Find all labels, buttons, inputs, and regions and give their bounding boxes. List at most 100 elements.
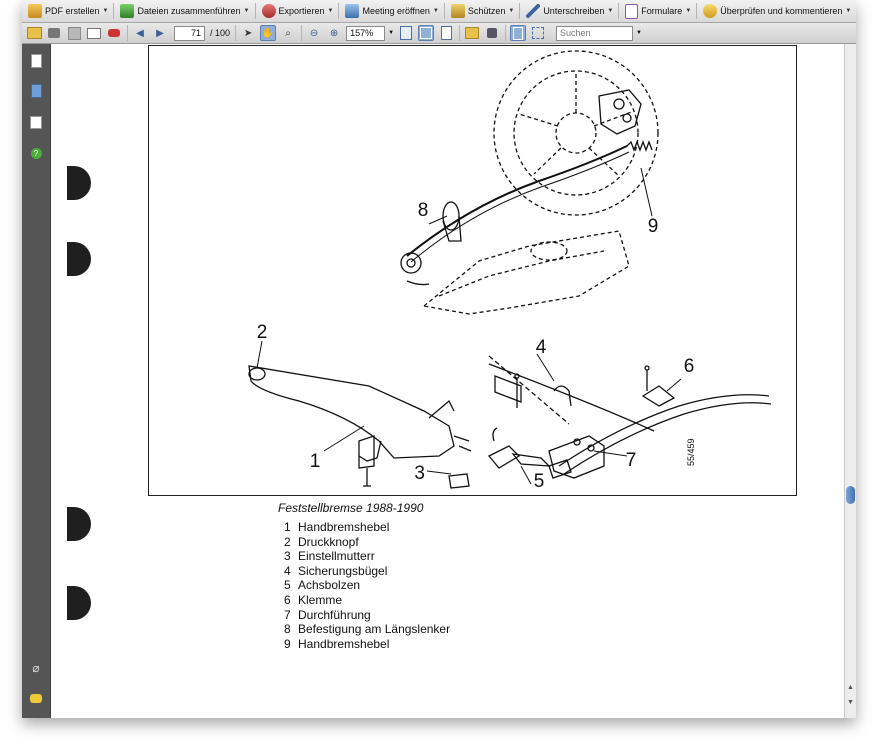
- magnifier-icon: ⌕: [285, 27, 291, 39]
- zoom-dropdown-icon[interactable]: ▼: [388, 30, 395, 36]
- fit-page-icon: [400, 26, 413, 40]
- help-icon: ?: [30, 147, 42, 159]
- meeting-button[interactable]: Meeting eröffnen▼: [345, 4, 439, 18]
- pdf-create-button[interactable]: PDF erstellen▼: [28, 4, 108, 18]
- scrollbar-thumb[interactable]: [846, 486, 855, 504]
- collaborate-button[interactable]: [106, 25, 122, 41]
- folder-icon: [26, 27, 42, 39]
- total-pages: 100: [215, 28, 231, 38]
- signatures-panel-button[interactable]: [29, 115, 43, 129]
- page-number-input[interactable]: 71: [174, 25, 205, 41]
- pages-panel-button[interactable]: [29, 54, 43, 68]
- search-input[interactable]: Suchen: [556, 25, 634, 41]
- read-mode-button[interactable]: [484, 25, 500, 41]
- next-page-button[interactable]: ▶: [152, 25, 168, 41]
- hand-tool-button[interactable]: ✋: [260, 25, 277, 41]
- help-panel-button[interactable]: ?: [29, 146, 43, 160]
- callout-5: 5: [534, 471, 545, 492]
- callout-4: 4: [536, 337, 547, 358]
- fullscreen-icon: [532, 27, 545, 39]
- drawing-code: 55/459: [686, 438, 696, 466]
- two-page-icon: [465, 27, 480, 39]
- figure-caption: Feststellbremse 1988-1990: [278, 501, 424, 515]
- clamp-part: [641, 365, 676, 407]
- zoom-level-input[interactable]: 157%: [346, 25, 386, 41]
- disk-icon: [67, 26, 81, 40]
- arrow-left-icon: ◀: [136, 27, 144, 39]
- scroll-up-icon[interactable]: ▲: [847, 684, 854, 691]
- continuous-scroll-button[interactable]: [510, 25, 527, 41]
- comment-icon: [703, 4, 718, 18]
- read-mode-icon: [487, 28, 498, 38]
- fit-page-button[interactable]: [398, 25, 414, 41]
- protect-button[interactable]: Schützen▼: [450, 4, 514, 18]
- callout-1: 1: [310, 451, 321, 472]
- car-icon: [108, 29, 120, 37]
- forms-button[interactable]: Formulare▼: [625, 3, 691, 19]
- select-tool-button[interactable]: ➤: [240, 25, 256, 41]
- printer-icon: [48, 28, 60, 38]
- punch-hole: [67, 586, 91, 620]
- email-button[interactable]: [86, 25, 102, 41]
- full-screen-button[interactable]: [530, 25, 546, 41]
- document-page: 2 1 3 4 5 6 7 8 9 55/459 Feststellbremse…: [51, 44, 844, 718]
- bookmarks-panel-button[interactable]: [29, 84, 43, 98]
- export-button[interactable]: Exportieren▼: [261, 4, 333, 18]
- single-page-button[interactable]: [438, 25, 454, 41]
- technical-drawing: 2 1 3 4 5 6 7 8 9 55/459: [148, 45, 797, 496]
- fit-width-icon: [420, 27, 433, 39]
- handbrake-lever: [248, 365, 472, 462]
- open-folder-button[interactable]: [26, 25, 42, 41]
- comments-panel-button[interactable]: [29, 691, 43, 705]
- review-comment-button[interactable]: Überprüfen und kommentieren▼: [703, 4, 851, 18]
- arrow-right-icon: ▶: [156, 27, 164, 39]
- merge-files-button[interactable]: Dateien zusammenführen▼: [120, 4, 250, 18]
- punch-hole: [67, 242, 91, 276]
- form-icon: [625, 3, 639, 19]
- export-icon: [261, 4, 276, 18]
- adjuster-nut-assembly: [448, 373, 572, 489]
- vertical-scrollbar[interactable]: ▲ ▼: [844, 44, 856, 718]
- paperclip-icon: ⌀: [32, 661, 40, 675]
- zoom-in-icon: ⊕: [329, 27, 339, 39]
- speech-bubble-icon: [30, 693, 42, 703]
- print-button[interactable]: [46, 25, 62, 41]
- single-page-icon: [440, 26, 452, 40]
- envelope-icon: [87, 27, 101, 39]
- hand-icon: ✋: [261, 27, 275, 39]
- parking-brake-diagram: 2 1 3 4 5 6 7 8 9 55/459: [248, 50, 772, 492]
- two-page-button[interactable]: [464, 25, 480, 41]
- pdf-create-icon: [28, 4, 42, 18]
- navigation-toolbar: ◀ ▶ 71 / 100 ➤ ✋ ⌕ ⊖ ⊕ 157% ▼ Suchen ▼: [22, 23, 856, 44]
- callout-7: 7: [626, 450, 637, 471]
- fit-width-button[interactable]: [418, 25, 435, 41]
- meeting-icon: [345, 4, 360, 18]
- previous-page-button[interactable]: ◀: [132, 25, 148, 41]
- lever-mount-bolt: [358, 435, 375, 487]
- trailing-arm: [422, 230, 630, 315]
- page-separator: /: [210, 28, 213, 38]
- attachments-panel-button[interactable]: ⌀: [29, 661, 43, 675]
- zoom-out-button[interactable]: ⊖: [306, 25, 322, 41]
- signature-icon: [30, 115, 42, 129]
- lock-icon: [450, 4, 465, 18]
- sign-button[interactable]: Unterschreiben▼: [526, 4, 613, 18]
- marquee-zoom-button[interactable]: ⌕: [280, 25, 296, 41]
- leader-lines: [256, 167, 682, 485]
- search-dropdown-icon[interactable]: ▼: [636, 30, 642, 36]
- pages-icon: [30, 54, 42, 68]
- callout-6: 6: [684, 356, 695, 377]
- save-button[interactable]: [66, 25, 82, 41]
- scroll-down-icon[interactable]: ▼: [847, 699, 854, 706]
- pen-icon: [526, 4, 541, 18]
- merge-files-icon: [120, 4, 135, 18]
- zoom-in-button[interactable]: ⊕: [326, 25, 342, 41]
